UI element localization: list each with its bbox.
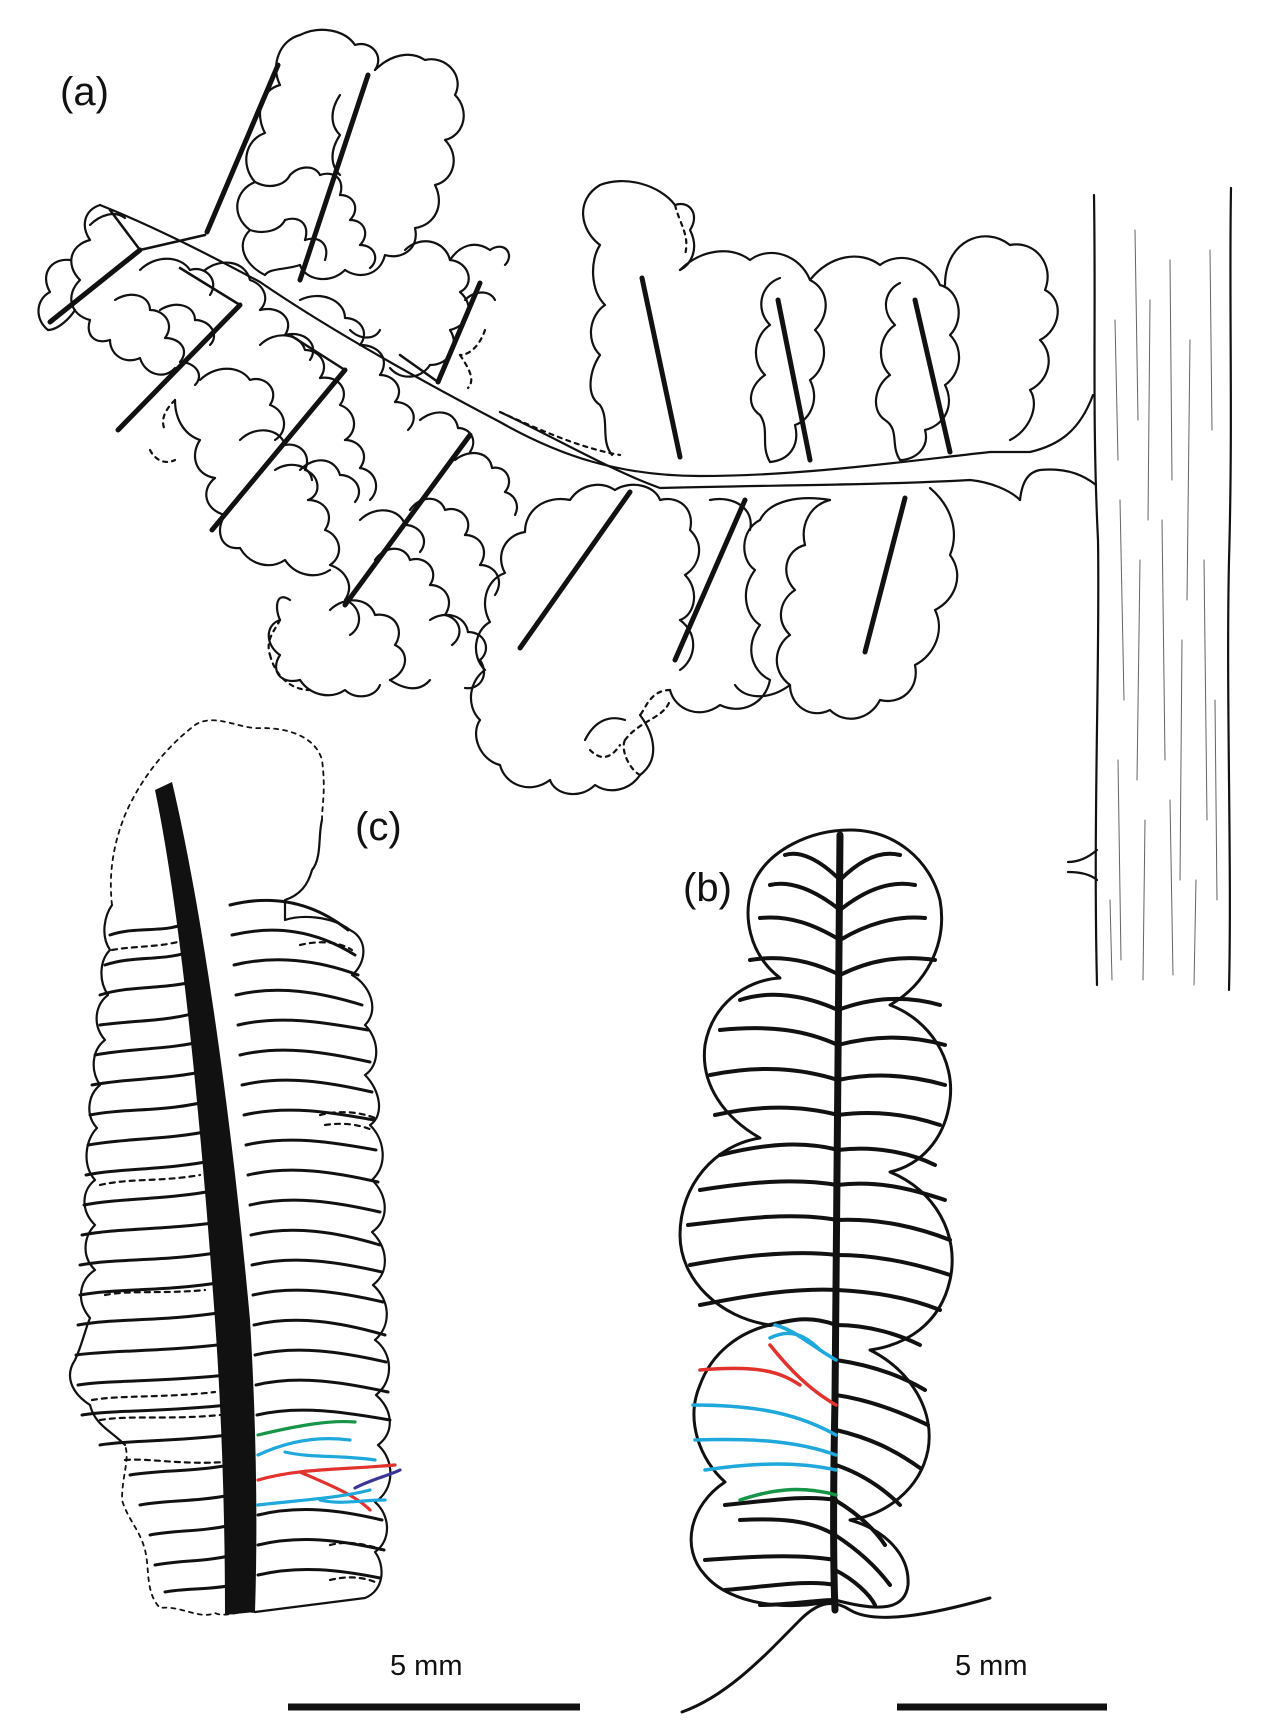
panel-c-midrib — [155, 782, 257, 1615]
b-blue-vein-4 — [693, 1437, 838, 1457]
dashed-rachis-segment — [498, 410, 622, 457]
green-vein — [256, 1420, 357, 1437]
panel-a-label: (a) — [60, 70, 109, 114]
panel-c-veins-left — [74, 918, 235, 1594]
b-red-vein-2 — [698, 1366, 802, 1387]
red-vein-1 — [256, 1463, 397, 1482]
b-blue-vein-1 — [773, 1323, 838, 1362]
panel-c-veins-right — [228, 898, 392, 1580]
scale-bar-c-label: 5 mm — [390, 1650, 463, 1682]
left-pinnules — [37, 203, 315, 387]
blue-vein-3 — [256, 1488, 372, 1507]
panel-c-dashed-veins-left — [90, 936, 227, 1464]
upper-right-pinnules — [582, 180, 1059, 464]
lower-right-pinnules — [469, 483, 959, 796]
b-blue-vein-2 — [768, 1331, 822, 1352]
b-blue-vein-3 — [691, 1403, 838, 1437]
stem-striations — [1109, 229, 1218, 986]
panel-b-colored-veins — [691, 1323, 838, 1502]
panel-c-colored-veins — [256, 1420, 402, 1512]
panel-b-pinnule — [678, 828, 992, 1714]
dashed-margin-left — [148, 448, 177, 464]
blue-vein-2 — [283, 1450, 377, 1462]
pinnule-midribs — [47, 62, 953, 663]
panel-b-midrib — [830, 831, 844, 1614]
panel-b-veins — [686, 851, 952, 1607]
red-vein-2 — [298, 1470, 372, 1512]
panel-c-top-dashed — [109, 719, 325, 906]
panel-c-left-outline — [68, 903, 127, 1447]
panel-c-pinnule — [68, 719, 402, 1616]
panel-b-base-line — [680, 1596, 992, 1714]
panel-b-label: (b) — [683, 866, 732, 910]
panel-b-outline — [678, 828, 954, 1609]
blue-vein-1 — [256, 1436, 352, 1457]
purple-vein — [353, 1468, 402, 1490]
panel-a-frond — [37, 28, 1233, 992]
panel-c-label: (c) — [355, 805, 402, 849]
panel-c-dashed-veins-right — [298, 941, 380, 1584]
panel-c-dashed-outline — [121, 1444, 256, 1616]
blue-vein-4 — [318, 1498, 387, 1504]
scale-bar-b-label: 5 mm — [955, 1650, 1028, 1682]
b-red-vein-1 — [768, 1343, 838, 1407]
b-green-vein — [738, 1487, 838, 1502]
main-stem — [988, 186, 1233, 992]
pinnule-midribs-thin — [108, 208, 440, 384]
b-blue-vein-5 — [703, 1462, 838, 1472]
